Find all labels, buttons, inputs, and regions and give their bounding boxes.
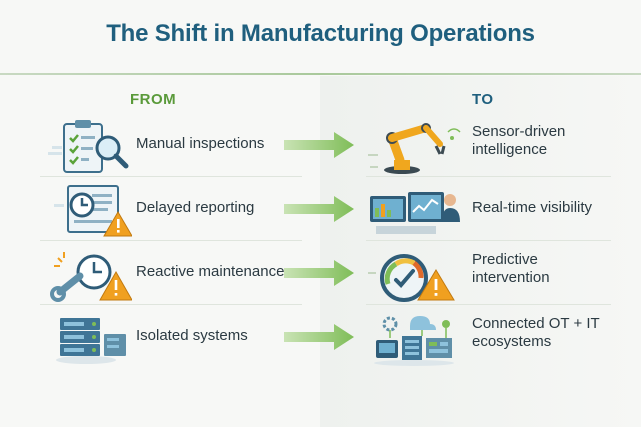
from-label: Reactive maintenance xyxy=(136,263,285,280)
right-arrow-icon xyxy=(284,196,354,222)
to-column-background xyxy=(320,76,641,427)
row-divider xyxy=(40,304,302,305)
right-arrow-icon xyxy=(284,324,354,350)
page-title: The Shift in Manufacturing Operations xyxy=(106,20,535,47)
to-label: Sensor-driven intelligence xyxy=(472,123,566,158)
from-column-heading: FROM xyxy=(130,91,177,108)
server-stack-icon xyxy=(56,318,126,364)
gauge-warning-icon xyxy=(368,254,455,302)
connected-network-icon xyxy=(374,316,454,366)
from-label: Isolated systems xyxy=(136,327,248,344)
to-label: Real-time visibility xyxy=(472,199,593,216)
shift-row-4: Isolated systems Connected OT + IT ecosy… xyxy=(0,310,641,374)
wrench-clock-warning-icon xyxy=(50,252,132,302)
row-divider xyxy=(40,176,302,177)
report-clock-warning-icon xyxy=(54,185,132,237)
to-column-heading: TO xyxy=(472,91,494,108)
robotic-arm-icon xyxy=(368,123,461,174)
row-divider xyxy=(366,304,611,305)
from-label: Manual inspections xyxy=(136,135,265,152)
row-divider xyxy=(366,176,611,177)
title-divider xyxy=(0,73,641,75)
row-divider xyxy=(366,240,611,241)
shift-row-3: Reactive maintenance Predictive interven… xyxy=(0,246,641,310)
row-divider xyxy=(40,240,302,241)
clipboard-magnifier-icon xyxy=(48,120,129,173)
right-arrow-icon xyxy=(284,260,354,286)
from-label: Delayed reporting xyxy=(136,199,255,216)
to-label: Predictive intervention xyxy=(472,251,550,286)
shift-row-1: Manual inspections Sensor-driven intelli… xyxy=(0,118,641,182)
monitoring-station-icon xyxy=(370,192,460,234)
right-arrow-icon xyxy=(284,132,354,158)
to-label: Connected OT + IT ecosystems xyxy=(472,315,600,350)
shift-row-2: Delayed reporting Real-time visibility xyxy=(0,182,641,246)
